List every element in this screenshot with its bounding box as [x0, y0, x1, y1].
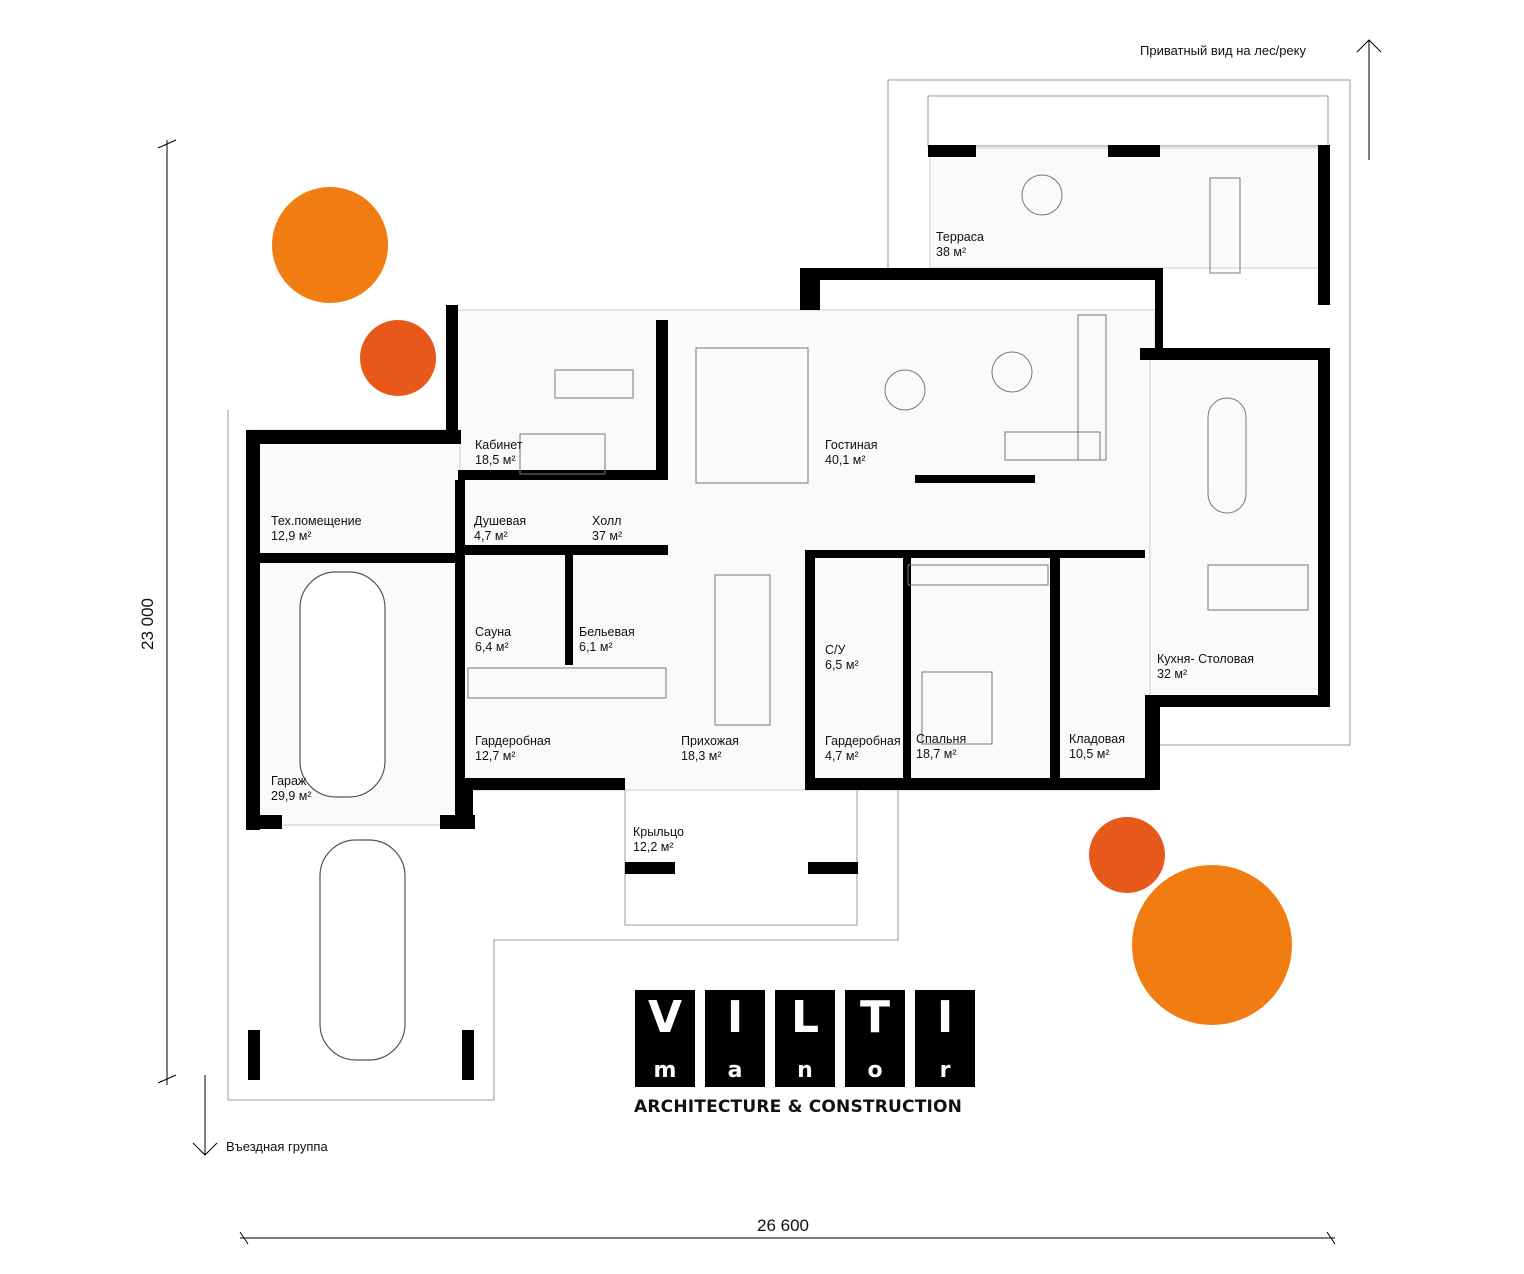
logo-tagline: ARCHITECTURE & CONSTRUCTION [634, 1097, 963, 1117]
room-area: 12,9 м² [271, 529, 312, 543]
room-name: Гараж [271, 774, 307, 788]
logo-letter: L [790, 992, 820, 1043]
entry-note: Въездная группа [226, 1139, 328, 1154]
room-area: 4,7 м² [825, 749, 859, 763]
logo-letter: I [936, 992, 954, 1043]
room-area: 6,1 м² [579, 640, 613, 654]
room-name: Кладовая [1069, 732, 1125, 746]
room-area: 18,3 м² [681, 749, 722, 763]
room-area: 18,7 м² [916, 747, 957, 761]
room-name: Кухня- Столовая [1157, 652, 1254, 666]
room-area: 4,7 м² [474, 529, 508, 543]
room-name: Прихожая [681, 734, 739, 748]
room-name: С/У [825, 643, 846, 657]
room-name: Душевая [474, 514, 527, 528]
room-area: 12,7 м² [475, 749, 516, 763]
room-name: Терраса [936, 230, 984, 244]
view-note: Приватный вид на лес/реку [1140, 43, 1306, 58]
room-area: 38 м² [936, 245, 967, 259]
logo-letter: n [797, 1058, 813, 1083]
walls [246, 145, 1330, 1080]
car-icon [299, 571, 406, 1061]
height-dimension: 23 000 [138, 598, 157, 650]
room-name: Гардеробная [475, 734, 551, 748]
room-name: Гостиная [825, 438, 878, 452]
room-name: Бельевая [579, 625, 635, 639]
room-area: 6,4 м² [475, 640, 509, 654]
room-area: 6,5 м² [825, 658, 859, 672]
tree-icon [272, 187, 1292, 1025]
logo-letter: o [867, 1058, 883, 1083]
room-name: Крыльцо [633, 825, 684, 839]
room-name: Тех.помещение [271, 514, 362, 528]
room-area: 29,9 м² [271, 789, 312, 803]
room-name: Холл [592, 514, 622, 528]
room-name: Кабинет [475, 438, 523, 452]
room-name: Спальня [916, 732, 967, 746]
width-dimension: 26 600 [757, 1216, 809, 1235]
dimension-lines [157, 39, 1382, 1245]
floor-areas [249, 147, 1326, 826]
furniture [467, 174, 1309, 745]
room-area: 32 м² [1157, 667, 1188, 681]
room-area: 10,5 м² [1069, 747, 1110, 761]
room-name: Сауна [475, 625, 512, 639]
logo-letter: V [647, 992, 683, 1043]
room-area: 37 м² [592, 529, 623, 543]
logo-letter: r [939, 1058, 951, 1083]
logo-letter: T [859, 992, 890, 1043]
room-name: Гардеробная [825, 734, 901, 748]
room-area: 12,2 м² [633, 840, 674, 854]
logo-letter: m [653, 1058, 677, 1083]
room-area: 18,5 м² [475, 453, 516, 467]
logo-letter: I [726, 992, 744, 1043]
room-area: 40,1 м² [825, 453, 866, 467]
logo-letter: a [727, 1058, 743, 1083]
